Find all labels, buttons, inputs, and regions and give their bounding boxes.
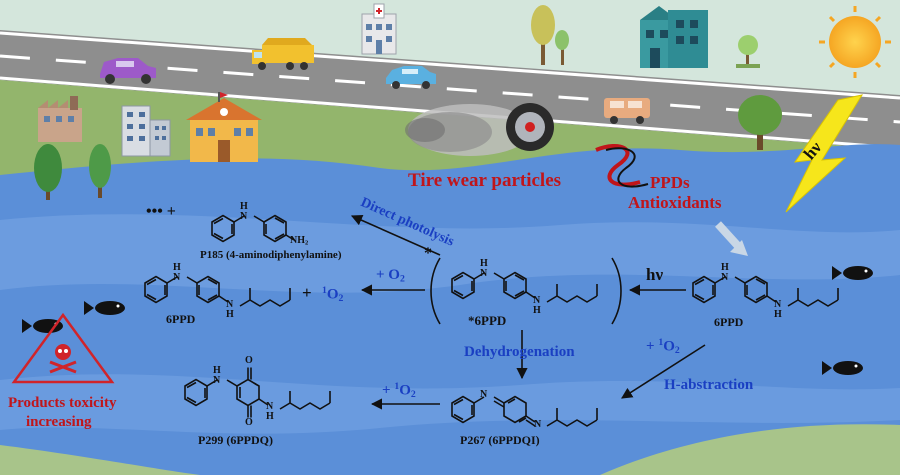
ppds-label: PPDs xyxy=(650,173,690,192)
atom-n: N xyxy=(534,419,542,430)
hv-arrow-label: hν xyxy=(646,265,664,284)
office-building-icon xyxy=(121,105,171,157)
tire-wear-particles-label: Tire wear particles xyxy=(408,170,562,191)
6ppd-start-label: 6PPD xyxy=(714,315,744,329)
car-icon xyxy=(100,58,156,84)
atom-n: N xyxy=(240,211,248,222)
atom-h: H xyxy=(226,309,234,320)
p185-label: P185 (4-aminodiphenylamine) xyxy=(200,249,342,261)
arrow-h-abstraction xyxy=(621,344,706,399)
reaction-arrows xyxy=(350,214,706,410)
atom-h: H xyxy=(721,262,729,273)
factory-icon xyxy=(38,96,82,142)
atom-n: N xyxy=(266,401,274,412)
tree-icon xyxy=(34,144,62,200)
plus-sign: + xyxy=(302,283,312,302)
molecule-p267 xyxy=(451,395,598,427)
truck-icon xyxy=(252,38,314,70)
atom-h: H xyxy=(533,305,541,316)
atom-n: N xyxy=(213,375,221,386)
fish-icon xyxy=(832,266,873,280)
atom-nh2: NH2 xyxy=(290,235,309,247)
city-building-icon xyxy=(640,6,708,68)
toxicity-warning-icon xyxy=(11,312,115,384)
atom-h: H xyxy=(774,309,782,320)
tree-icon xyxy=(555,30,569,65)
fish-icon xyxy=(84,301,125,315)
atom-n: N xyxy=(173,272,181,283)
atom-n: N xyxy=(774,299,782,310)
car-icon xyxy=(386,66,436,89)
ppd-squiggle xyxy=(605,147,649,188)
molecule-6ppd-excited xyxy=(430,257,622,325)
molecule-6ppd-regen xyxy=(144,275,291,307)
atom-n: N xyxy=(480,268,488,279)
tree-icon xyxy=(738,95,782,150)
atom-h: H xyxy=(266,411,274,422)
antioxidants-label: Antioxidants xyxy=(628,193,722,212)
tree-icon xyxy=(89,144,111,198)
tree-icon xyxy=(531,5,555,65)
plus-singlet-o2-right-label: + 1O2 xyxy=(646,337,680,356)
molecule-structures xyxy=(144,214,839,427)
6ppd-excited-label: *6PPD xyxy=(468,313,507,328)
lightning-icon xyxy=(785,94,864,213)
tire-with-particles-icon xyxy=(405,103,554,156)
water-band xyxy=(0,374,900,434)
bottom-ground xyxy=(600,424,900,475)
arrow-direct-photolysis xyxy=(350,214,441,256)
excited-star: * xyxy=(424,245,432,262)
tree-icon xyxy=(736,35,760,68)
water-band xyxy=(0,214,900,293)
toxicity-label-line2: increasing xyxy=(26,414,92,430)
molecule-p185 xyxy=(211,214,295,243)
molecule-p299 xyxy=(184,367,331,418)
6ppd-regen-label: 6PPD xyxy=(166,312,196,326)
atom-h: H xyxy=(240,201,248,212)
dehydrogenation-label: Dehydrogenation xyxy=(464,344,575,360)
plus-singlet-o2-left-label: 1O2 xyxy=(322,285,344,304)
atom-h: H xyxy=(480,258,488,269)
sun-icon xyxy=(819,6,891,78)
p299-label: P299 (6PPDQ) xyxy=(198,433,273,447)
molecule-6ppd-start xyxy=(692,275,839,307)
bottom-ground xyxy=(0,445,200,475)
school-icon xyxy=(186,92,262,162)
atom-h: H xyxy=(213,365,221,376)
more-products-dots: ••• + xyxy=(146,203,176,220)
hospital-icon xyxy=(361,3,397,55)
road-edge-top xyxy=(0,31,900,100)
toxicity-label-line1: Products toxicity xyxy=(8,395,117,411)
atom-n: N xyxy=(533,295,541,306)
plus-o2-label: + O2 xyxy=(376,267,405,285)
plus-singlet-o2-bottom-label: + 1O2 xyxy=(382,381,416,400)
fish-icon xyxy=(822,361,863,375)
atom-n: N xyxy=(226,299,234,310)
release-arrow-head xyxy=(730,240,748,256)
atom-n: N xyxy=(721,272,729,283)
p267-label: P267 (6PPDQI) xyxy=(460,433,540,447)
release-arrow xyxy=(715,221,741,249)
atom-o: O xyxy=(245,355,253,366)
h-abstraction-label: H-abstraction xyxy=(664,377,754,393)
atom-n: N xyxy=(480,389,488,400)
atom-h: H xyxy=(173,262,181,273)
suv-icon xyxy=(604,98,650,124)
atom-o: O xyxy=(245,417,253,428)
